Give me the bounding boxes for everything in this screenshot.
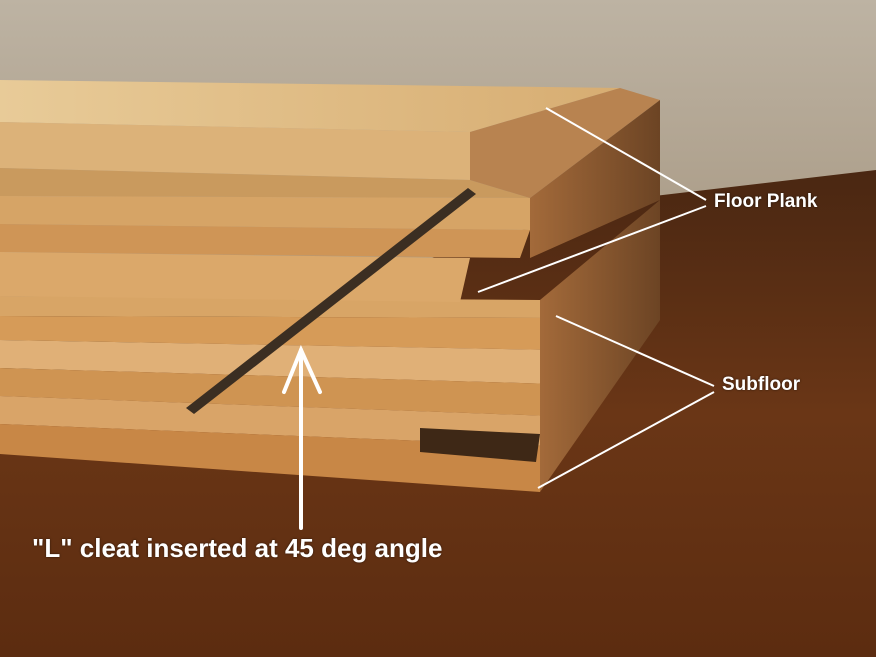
subfloor-label: Subfloor	[722, 374, 801, 395]
floor-plank-label: Floor Plank	[714, 191, 818, 212]
subfloor-stack	[0, 200, 660, 492]
pointer-floor-plank-upper	[545, 107, 707, 201]
l-cleat	[186, 188, 476, 414]
pointer-floor-plank-lower	[477, 205, 707, 293]
pointer-subfloor-lower	[537, 391, 715, 489]
cleat-caption: "L" cleat inserted at 45 deg angle	[32, 533, 443, 563]
cleat-arrow	[282, 344, 322, 530]
annotation-lines	[477, 107, 715, 489]
pointer-subfloor-upper	[555, 315, 715, 387]
